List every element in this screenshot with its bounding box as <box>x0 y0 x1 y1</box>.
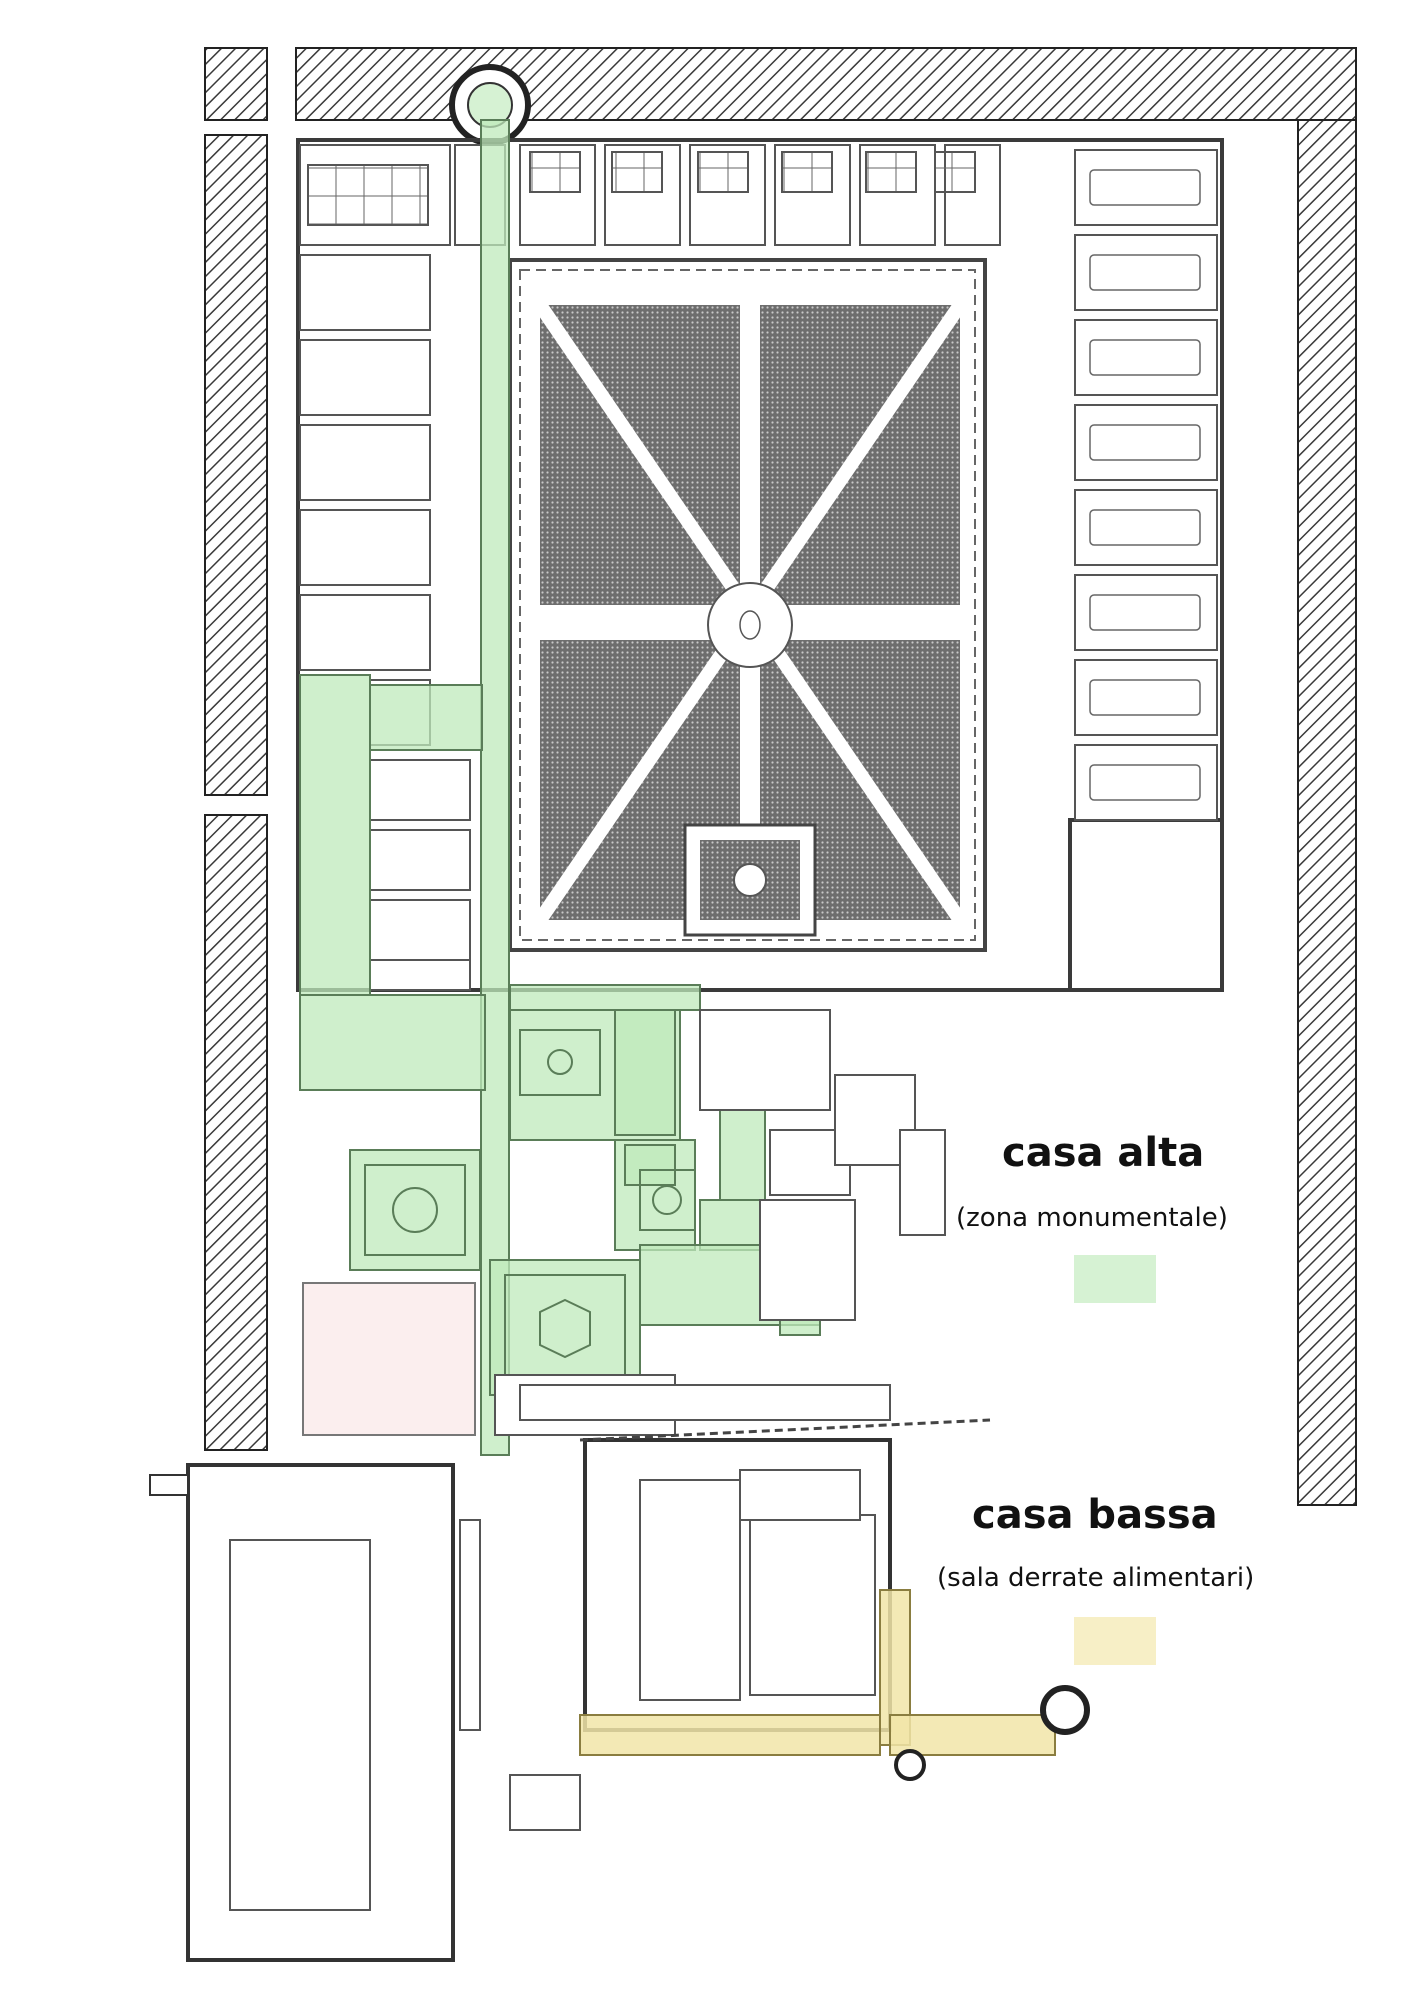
legend-casa-alta-title: casa alta <box>1002 1130 1205 1176</box>
legend-casa-bassa-swatch <box>1074 1617 1156 1665</box>
casa-bassa-tower <box>894 1685 1090 1781</box>
legend-casa-alta-swatch <box>1074 1255 1156 1303</box>
top-row-cells <box>299 144 1001 246</box>
bottom-left-building <box>149 1463 581 1962</box>
service-wing <box>494 1009 946 1436</box>
legend-casa-alta-subtitle: (zona monumentale) <box>956 1203 1228 1233</box>
legend-casa-bassa-subtitle: (sala derrate alimentari) <box>937 1563 1255 1593</box>
pink-area <box>302 1282 476 1436</box>
right-cell-ovals <box>1089 169 1201 801</box>
casa-alta-courts <box>364 1029 696 1381</box>
legend-casa-bassa-title: casa bassa <box>972 1492 1218 1538</box>
casa-bassa-building <box>583 1438 892 1732</box>
casa-bassa-zone <box>579 1589 1056 1756</box>
great-cloister <box>508 258 987 952</box>
right-column-cells <box>1074 149 1218 821</box>
boundary-line <box>579 1418 991 1442</box>
casa-alta-zone <box>299 119 821 1456</box>
